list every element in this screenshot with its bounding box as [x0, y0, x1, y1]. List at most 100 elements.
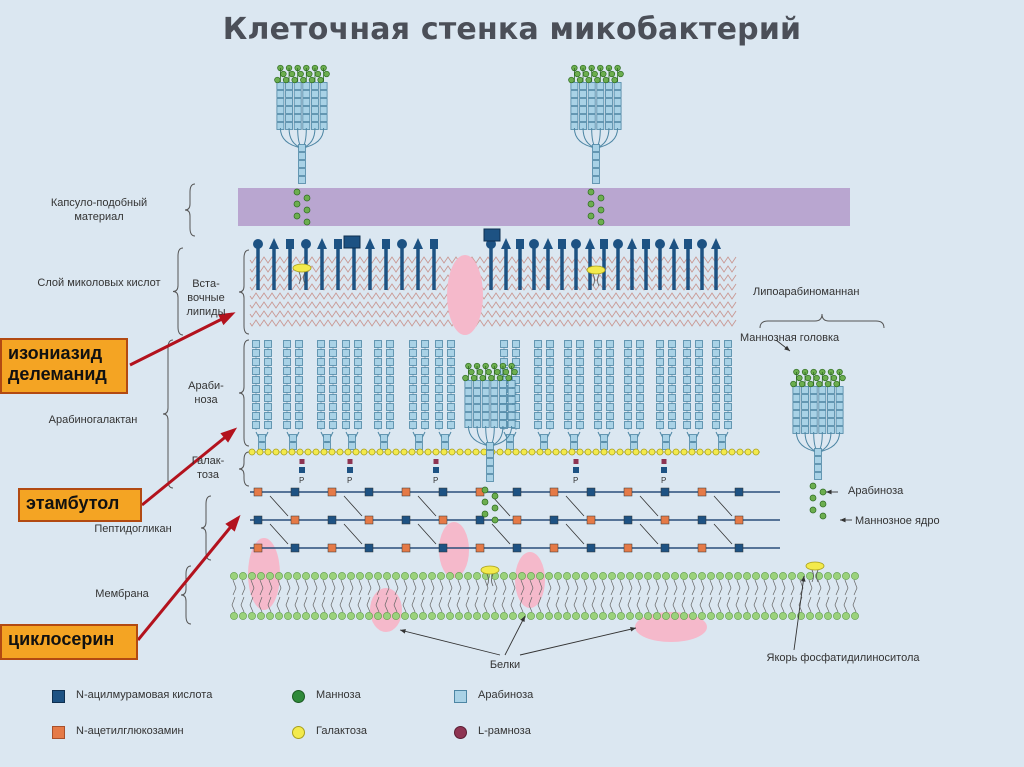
arabinose-unit — [473, 412, 481, 420]
peptidoglycan-unit — [290, 515, 300, 525]
pi-anchor — [805, 561, 825, 571]
arabinose-unit — [587, 90, 596, 98]
arabinose-unit — [302, 106, 311, 114]
peptidoglycan-unit — [512, 515, 522, 525]
arabinose-unit — [827, 418, 835, 426]
brace-arabinose — [238, 339, 250, 447]
arabinose-unit — [374, 403, 382, 411]
arabinose-unit — [570, 82, 579, 90]
mannose-unit — [293, 212, 301, 220]
peptide-crosslink — [713, 495, 733, 517]
arabinose-unit — [298, 168, 306, 176]
arabinose-unit — [818, 402, 827, 410]
mycolic-head-square — [430, 239, 438, 249]
arabinose-unit — [252, 403, 260, 411]
arabinose-unit — [354, 376, 362, 384]
peptide-crosslink — [343, 495, 363, 517]
arabinose-unit — [636, 358, 644, 366]
arabinose-unit — [534, 412, 542, 420]
arabinose-unit — [298, 152, 306, 160]
arabinose-unit — [624, 412, 632, 420]
arabinose-unit — [695, 376, 703, 384]
arabinose-unit — [579, 106, 587, 114]
ethambutol-arrow — [141, 428, 235, 507]
arabinose-unit — [435, 376, 443, 384]
arabinose-unit — [386, 403, 394, 411]
mannose-unit — [481, 510, 489, 518]
lipid-tail — [699, 579, 705, 613]
lipid-tail — [627, 579, 633, 613]
arabinose-unit — [409, 358, 417, 366]
galactose-unit — [496, 448, 504, 456]
galactose-unit — [688, 448, 696, 456]
arabinose-unit — [481, 380, 490, 388]
arabinose-unit — [283, 412, 291, 420]
arabinose-unit — [295, 376, 303, 384]
peptide-crosslink — [269, 523, 289, 545]
arabinose-unit — [264, 412, 272, 420]
mycolic-head-round — [529, 239, 539, 249]
arabinose-unit — [319, 90, 328, 98]
peptidoglycan-unit — [512, 487, 522, 497]
lipid-tail — [303, 579, 309, 613]
brace-lam — [759, 313, 885, 329]
arabinose-unit — [295, 349, 303, 357]
lipid-head — [482, 612, 490, 620]
arabinose-unit — [540, 442, 548, 450]
peptidoglycan-unit — [734, 487, 744, 497]
mycolic-head-square — [516, 239, 524, 249]
mannose-unit — [824, 380, 832, 388]
lipid-head — [824, 572, 832, 580]
lipid-head — [410, 572, 418, 580]
arabinose-unit — [613, 90, 622, 98]
phosphate-label: P — [433, 476, 438, 485]
lipid-head — [554, 612, 562, 620]
lipid-tail — [681, 579, 687, 613]
arabinose-unit — [447, 349, 455, 357]
arabinose-unit — [342, 385, 350, 393]
arabinose-unit — [724, 385, 732, 393]
arabinose-unit — [801, 410, 809, 418]
arabinose-unit — [656, 367, 664, 375]
porin-protein — [447, 255, 483, 335]
arabinose-unit — [464, 396, 473, 404]
arabinose-unit — [295, 394, 303, 402]
peptidoglycan-unit — [586, 543, 596, 553]
arabinose-unit — [354, 394, 362, 402]
arabinose-unit — [354, 358, 362, 366]
arabinose-unit — [606, 385, 614, 393]
arabinose-unit — [587, 82, 596, 90]
arabinose-unit — [818, 410, 827, 418]
membrane-protein — [439, 522, 469, 578]
peptide-crosslink — [343, 523, 363, 545]
arabinose-unit — [594, 421, 602, 429]
arabinose-unit — [809, 418, 818, 426]
arabinose-unit — [264, 421, 272, 429]
arabinose-unit — [302, 114, 311, 122]
arabinose-unit — [546, 367, 554, 375]
lipid-tail — [330, 579, 336, 613]
lipid-tail — [510, 579, 516, 613]
arabinose-unit — [386, 421, 394, 429]
lipid-tail — [708, 579, 714, 613]
arabinose-unit — [283, 421, 291, 429]
arabinose-unit — [319, 82, 328, 90]
arabinose-unit — [348, 442, 356, 450]
arabinose-unit — [409, 385, 417, 393]
mannose-unit — [809, 506, 817, 514]
lipid-tail — [474, 579, 480, 613]
arabinose-unit — [490, 380, 499, 388]
lipid-tail — [528, 579, 534, 613]
peptide-crosslink — [639, 523, 659, 545]
label-capsule: Капсуло-подобный материал — [50, 197, 148, 223]
peptidoglycan-unit — [290, 543, 300, 553]
arabinose-unit — [689, 442, 697, 450]
mannose-core-pointer-head — [840, 517, 846, 523]
lipid-head — [563, 572, 571, 580]
mycolic-head-round — [397, 239, 407, 249]
arabinose-unit — [374, 412, 382, 420]
anchor-pointer-head — [800, 576, 806, 582]
arabinose-unit — [570, 106, 579, 114]
arabinose-unit — [546, 340, 554, 348]
arabinose-unit — [606, 403, 614, 411]
